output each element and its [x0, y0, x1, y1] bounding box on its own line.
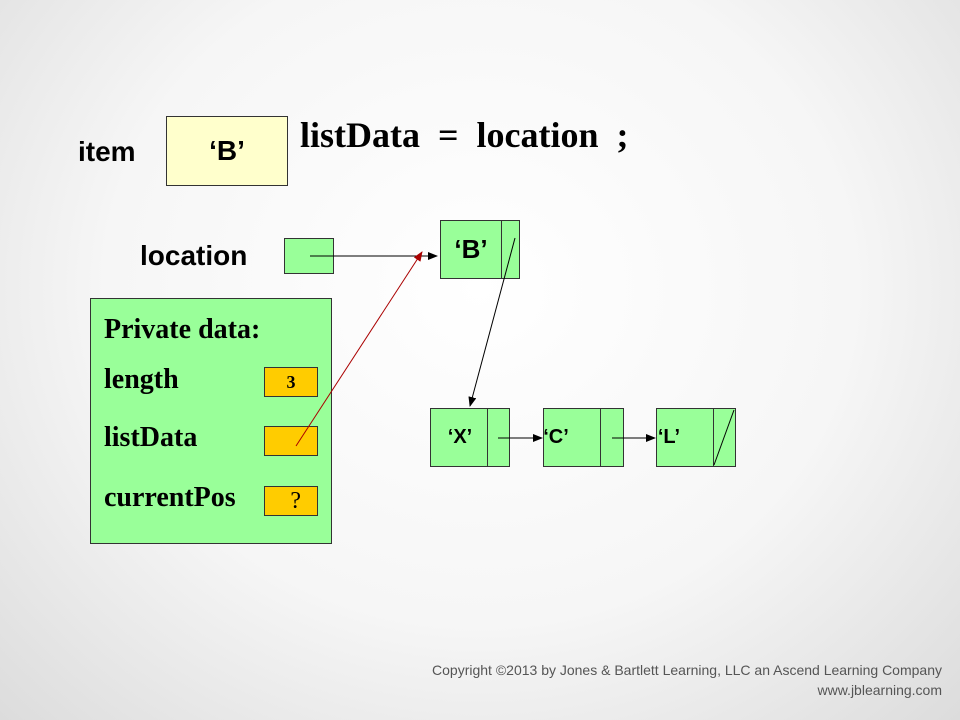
- node-b-info: ‘B’: [454, 234, 488, 264]
- node-c-info: ‘C’: [543, 426, 569, 448]
- node-x-divider: [487, 409, 488, 466]
- statement-text: listData = location ;: [300, 115, 629, 155]
- listdata-pointer-box: [264, 426, 318, 456]
- location-label: location: [140, 240, 248, 271]
- node-c-divider: [600, 409, 601, 466]
- length-label: length: [104, 364, 179, 395]
- item-label: item: [78, 136, 136, 167]
- node-l-divider: [713, 409, 714, 466]
- listdata-to-b-arrow: [295, 251, 423, 447]
- node-b-divider: [501, 221, 502, 278]
- currentpos-value-box: ?: [264, 486, 318, 516]
- item-box: ‘B’: [166, 116, 288, 186]
- private-data-title: Private data:: [104, 314, 261, 345]
- null-slash: [713, 409, 735, 466]
- node-l-info: ‘L’: [657, 426, 681, 448]
- copyright-notice: Copyright ©2013 by Jones & Bartlett Lear…: [0, 660, 942, 700]
- b-to-x-arrow: [468, 237, 516, 407]
- copyright-line: Copyright ©2013 by Jones & Bartlett Lear…: [432, 662, 942, 678]
- node-l: ‘L’: [656, 408, 736, 467]
- currentpos-label: currentPos: [104, 482, 236, 513]
- copyright-url: www.jblearning.com: [817, 682, 943, 698]
- node-x-info: ‘X’: [447, 426, 473, 448]
- length-value-box: 3: [264, 367, 318, 397]
- listdata-label: listData: [104, 422, 198, 453]
